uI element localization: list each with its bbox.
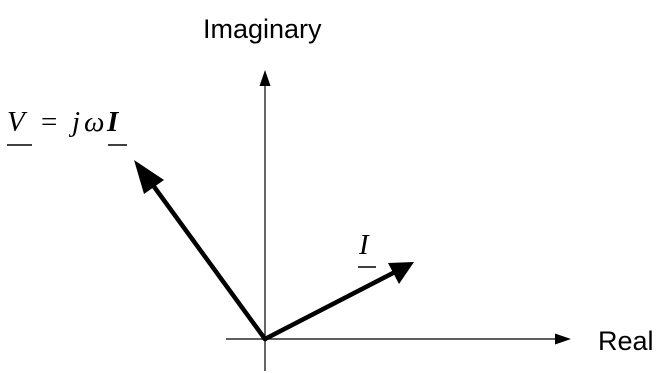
phasor-i-label: I [358, 229, 376, 268]
v-symbol: V [7, 106, 28, 138]
real-axis-label: Real [598, 326, 654, 356]
imaginary-axis-label: Imaginary [203, 14, 322, 44]
phasor-v-vector [134, 160, 268, 342]
omega-symbol: ω [84, 106, 104, 138]
phasor-i-vector [262, 262, 414, 342]
phasor-i-arrowhead [388, 262, 414, 284]
phasor-v-label: V = j ω I [7, 106, 127, 146]
j-symbol: j [68, 106, 80, 138]
equals-sign: = [41, 106, 57, 138]
i-symbol-in-v-label: I [106, 106, 120, 138]
real-axis [226, 333, 571, 345]
phasor-v-shaft [144, 174, 268, 342]
i-symbol: I [358, 229, 370, 261]
real-axis-arrowhead [555, 333, 571, 345]
imaginary-axis [259, 70, 271, 371]
phasor-v-arrowhead [134, 160, 164, 194]
phasor-i-shaft [262, 270, 396, 342]
imaginary-axis-arrowhead [259, 70, 271, 86]
